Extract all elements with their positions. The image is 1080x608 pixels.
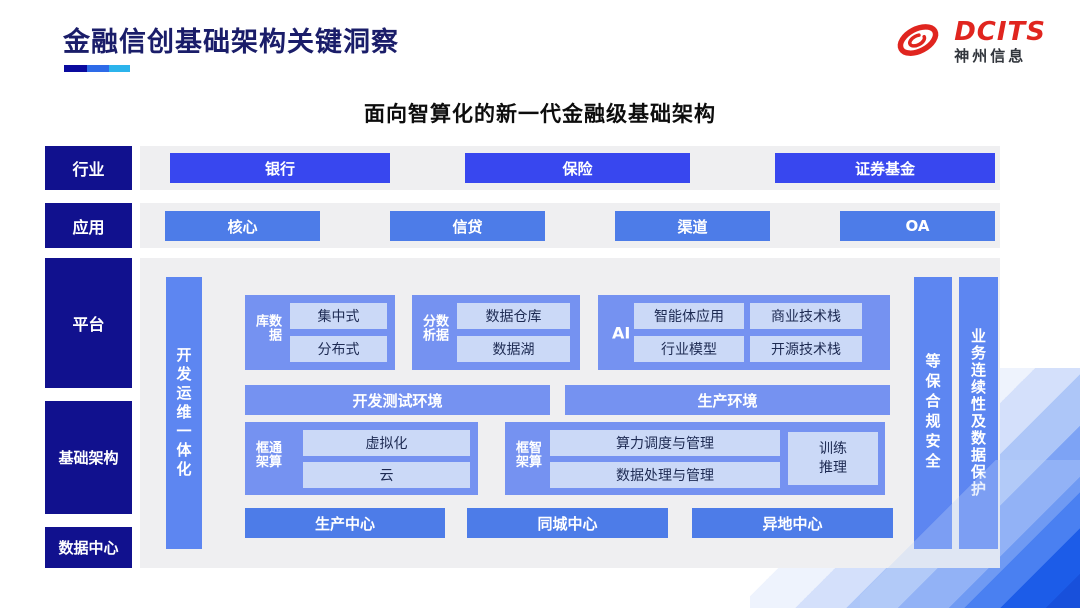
framework-item-virtualization: 虚拟化	[303, 430, 470, 456]
database-item-centralized: 集中式	[290, 303, 387, 329]
layer-label-datacenter: 数据中心	[45, 527, 132, 568]
general-compute-framework-label: 通算框架	[253, 440, 281, 469]
application-item-credit: 信贷	[390, 211, 545, 241]
title-underline-segment	[109, 65, 130, 72]
general-compute-framework: 通算框架 虚拟化 云	[245, 422, 478, 495]
application-item-core: 核心	[165, 211, 320, 241]
layer-label-infrastructure: 基础架构	[45, 401, 132, 514]
logo-brand-text: DCITS	[954, 16, 1046, 47]
intelligent-compute-framework-label: 智算框架	[513, 440, 541, 469]
ai-group-label: AI	[612, 323, 631, 342]
framework-item-cloud: 云	[303, 462, 470, 488]
ai-item-agent-apps: 智能体应用	[634, 303, 744, 329]
platform-panel: 开发运维一体化 数据库 集中式 分布式 数据分析 数据仓库 数据湖 AI 智能体…	[140, 258, 1000, 568]
dcits-swirl-icon	[890, 18, 946, 66]
company-logo: DCITS 神州信息	[890, 18, 1046, 66]
center-same-city: 同城中心	[467, 508, 668, 538]
intelligent-compute-framework: 智算框架 算力调度与管理 数据处理与管理 训练推理	[505, 422, 885, 495]
title-underline	[64, 65, 130, 72]
industry-item-bank: 银行	[170, 153, 390, 183]
framework-item-training-inference: 训练推理	[788, 432, 878, 485]
logo-company-text: 神州信息	[954, 47, 1027, 66]
dev-test-environment-bar: 开发测试环境	[245, 385, 550, 415]
framework-item-data-processing: 数据处理与管理	[550, 462, 780, 488]
title-underline-segment	[64, 65, 87, 72]
data-analysis-item-lake: 数据湖	[457, 336, 570, 362]
ai-item-opensource-stack: 开源技术栈	[750, 336, 862, 362]
database-group: 数据库 集中式 分布式	[245, 295, 395, 370]
page-title: 金融信创基础架构关键洞察	[63, 27, 399, 58]
application-item-channel: 渠道	[615, 211, 770, 241]
application-item-oa: OA	[840, 211, 995, 241]
industry-item-insurance: 保险	[465, 153, 690, 183]
ai-item-industry-model: 行业模型	[634, 336, 744, 362]
center-production: 生产中心	[245, 508, 445, 538]
ai-group: AI 智能体应用 商业技术栈 行业模型 开源技术栈	[598, 295, 890, 370]
title-underline-segment	[87, 65, 109, 72]
data-analysis-item-warehouse: 数据仓库	[457, 303, 570, 329]
framework-item-compute-scheduling: 算力调度与管理	[550, 430, 780, 456]
diagram-title: 面向智算化的新一代金融级基础架构	[364, 102, 716, 126]
devops-vertical-bar: 开发运维一体化	[166, 277, 202, 549]
database-item-distributed: 分布式	[290, 336, 387, 362]
database-group-label: 数据库	[253, 313, 281, 342]
layer-label-application: 应用	[45, 203, 132, 248]
data-analysis-group: 数据分析 数据仓库 数据湖	[412, 295, 580, 370]
production-environment-bar: 生产环境	[565, 385, 890, 415]
ai-item-commercial-stack: 商业技术栈	[750, 303, 862, 329]
security-compliance-bar: 等保合规安全	[914, 277, 952, 549]
business-continuity-bar: 业务连续性及数据保护	[959, 277, 998, 549]
layer-label-platform: 平台	[45, 258, 132, 388]
layer-label-industry: 行业	[45, 146, 132, 190]
center-remote: 异地中心	[692, 508, 893, 538]
data-analysis-group-label: 数据分析	[420, 313, 448, 342]
industry-item-securities-funds: 证券基金	[775, 153, 995, 183]
